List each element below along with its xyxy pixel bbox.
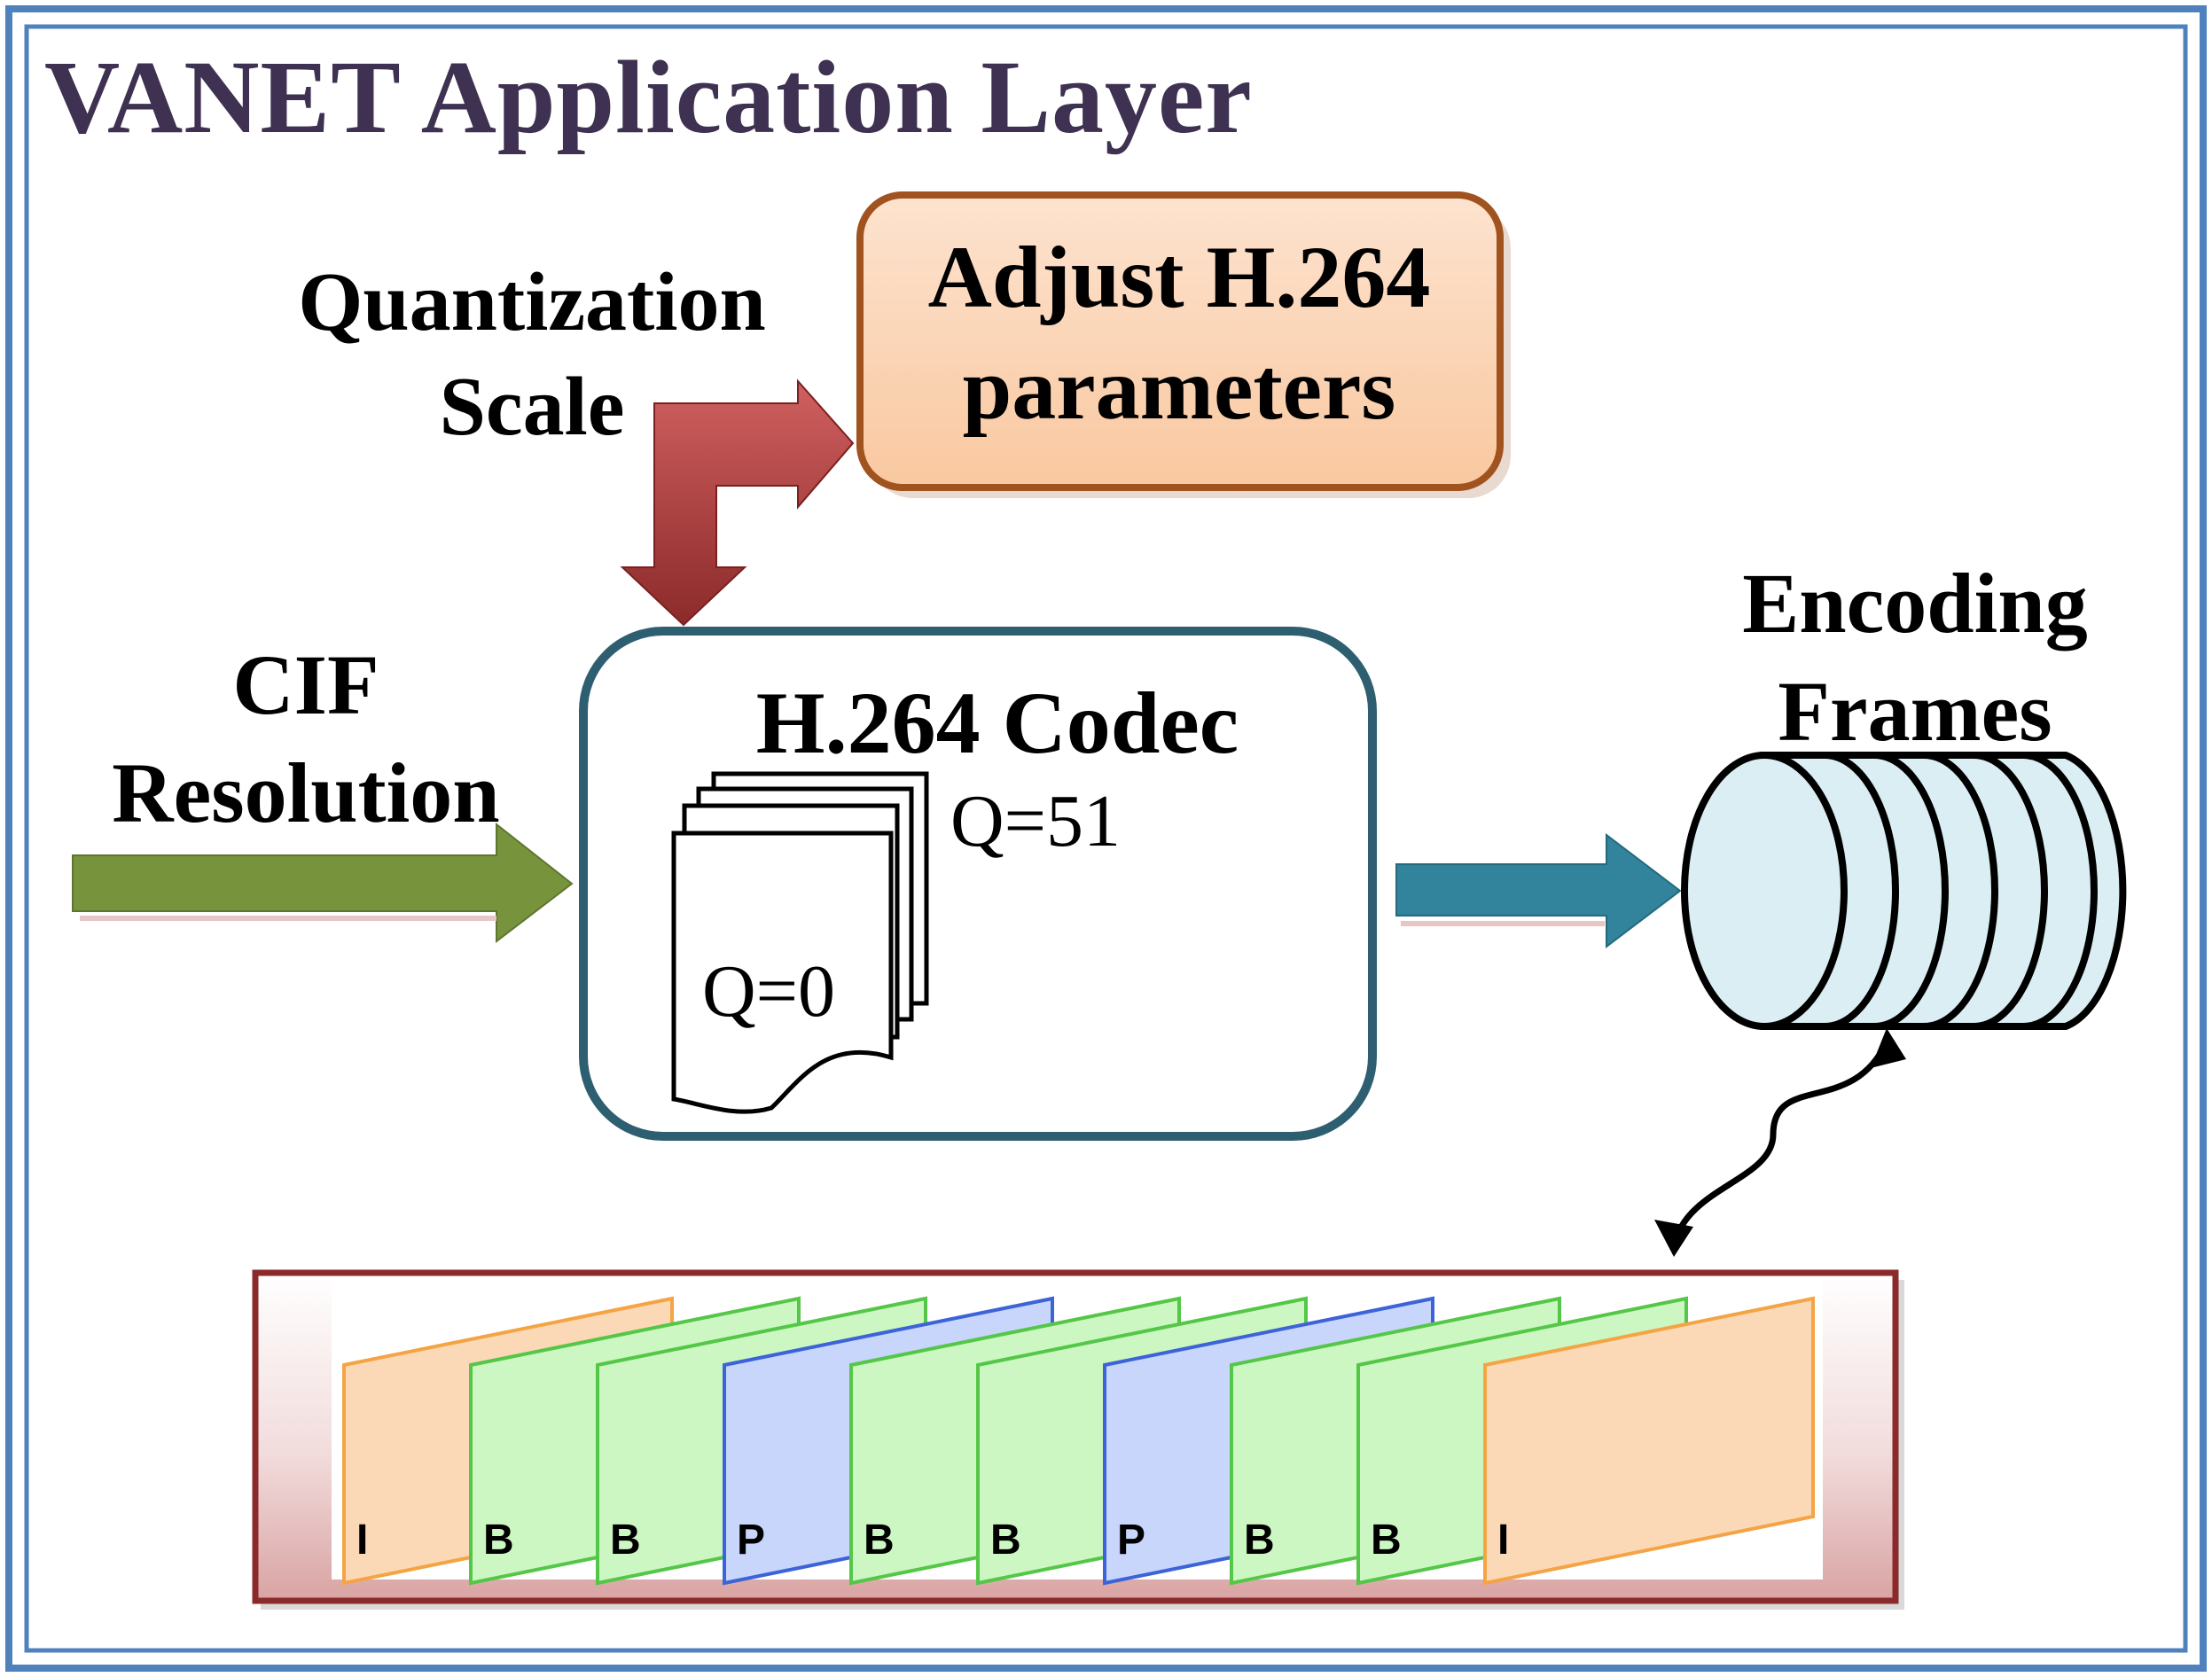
adjust-box-label-line2: parameters xyxy=(962,339,1396,438)
outer-border xyxy=(5,5,2207,1672)
cif-label: CIF Resolution xyxy=(71,631,541,847)
frame-type-label: I xyxy=(356,1517,369,1564)
adjust-parameters-box xyxy=(856,191,1504,491)
quantization-arrow-shape xyxy=(620,378,855,627)
encoding-frames-label-line1: Encoding xyxy=(1742,556,2088,651)
frame-type-label: P xyxy=(737,1517,766,1564)
encoding-frames-cylinder xyxy=(1681,752,2127,1030)
frame-type-label: B xyxy=(1244,1517,1275,1564)
page-title: VANET Application Layer xyxy=(44,39,1253,155)
frame-type-label: I xyxy=(1497,1517,1510,1564)
cif-label-line1: CIF xyxy=(232,637,379,732)
q-low-label: Q=0 xyxy=(702,950,836,1033)
encoding-frames-label: Encoding Frames xyxy=(1684,550,2146,766)
q-high-label: Q=51 xyxy=(950,780,1122,862)
frame-type-label: B xyxy=(1371,1517,1402,1564)
encoding-frames-label-line2: Frames xyxy=(1778,664,2052,759)
codec-title: H.264 Codec xyxy=(755,674,1239,772)
quantization-label-line2: Scale xyxy=(439,361,625,453)
frame-type-label: B xyxy=(990,1517,1021,1564)
double-arrow-connector xyxy=(1654,1028,1906,1257)
inner-border xyxy=(24,24,2188,1653)
adjust-box-label: Adjust H.264 parameters xyxy=(864,222,1494,445)
frame-type-label: B xyxy=(864,1517,895,1564)
encode-arrow xyxy=(1395,832,1682,949)
cif-arrow xyxy=(72,822,574,944)
quantization-label: Quantization Scale xyxy=(239,250,825,459)
adjust-box-label-line1: Adjust H.264 xyxy=(927,228,1431,326)
frame-type-label: P xyxy=(1117,1517,1146,1564)
cif-label-line2: Resolution xyxy=(112,745,500,840)
frame-i xyxy=(1483,1296,1815,1586)
frame-type-label: B xyxy=(483,1517,514,1564)
frames-layer xyxy=(342,1296,1815,1586)
document-stack-icon xyxy=(671,771,929,1114)
quantization-label-line1: Quantization xyxy=(298,256,766,348)
frame-type-label: B xyxy=(610,1517,641,1564)
